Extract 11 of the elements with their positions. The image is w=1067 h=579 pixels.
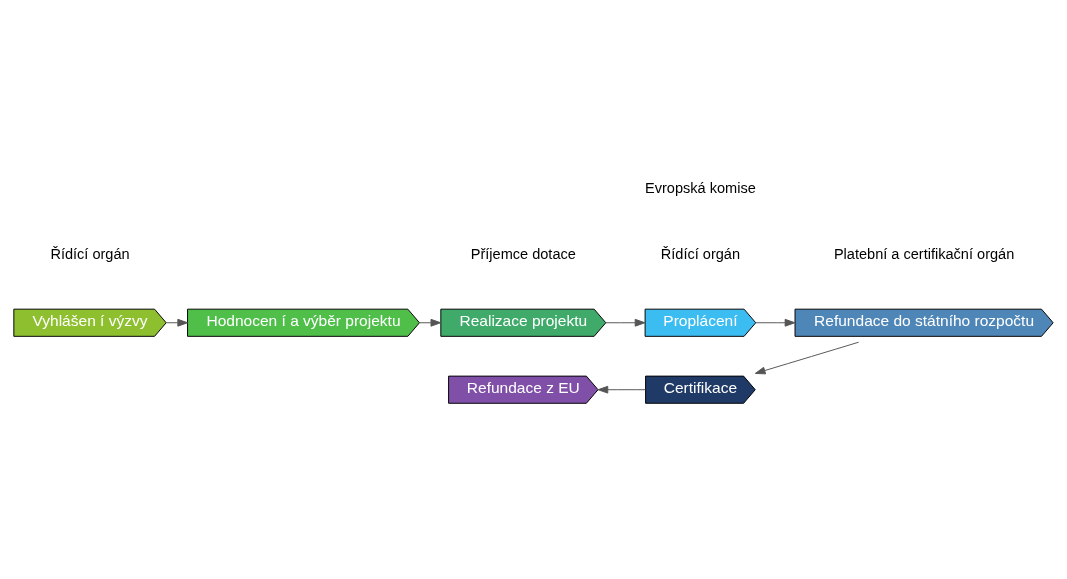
arrow xyxy=(166,318,189,327)
arrow xyxy=(597,385,646,394)
arrow xyxy=(419,318,442,327)
label: Řídící orgán xyxy=(50,245,130,262)
arrow xyxy=(605,318,646,327)
label: Příjemce dotace xyxy=(470,245,576,262)
arrow xyxy=(754,341,860,374)
label: Platební a certifikační orgán xyxy=(833,245,1015,262)
label: Evropská komise xyxy=(645,179,756,196)
label: Řídící orgán xyxy=(660,245,741,262)
arrow xyxy=(755,318,796,327)
